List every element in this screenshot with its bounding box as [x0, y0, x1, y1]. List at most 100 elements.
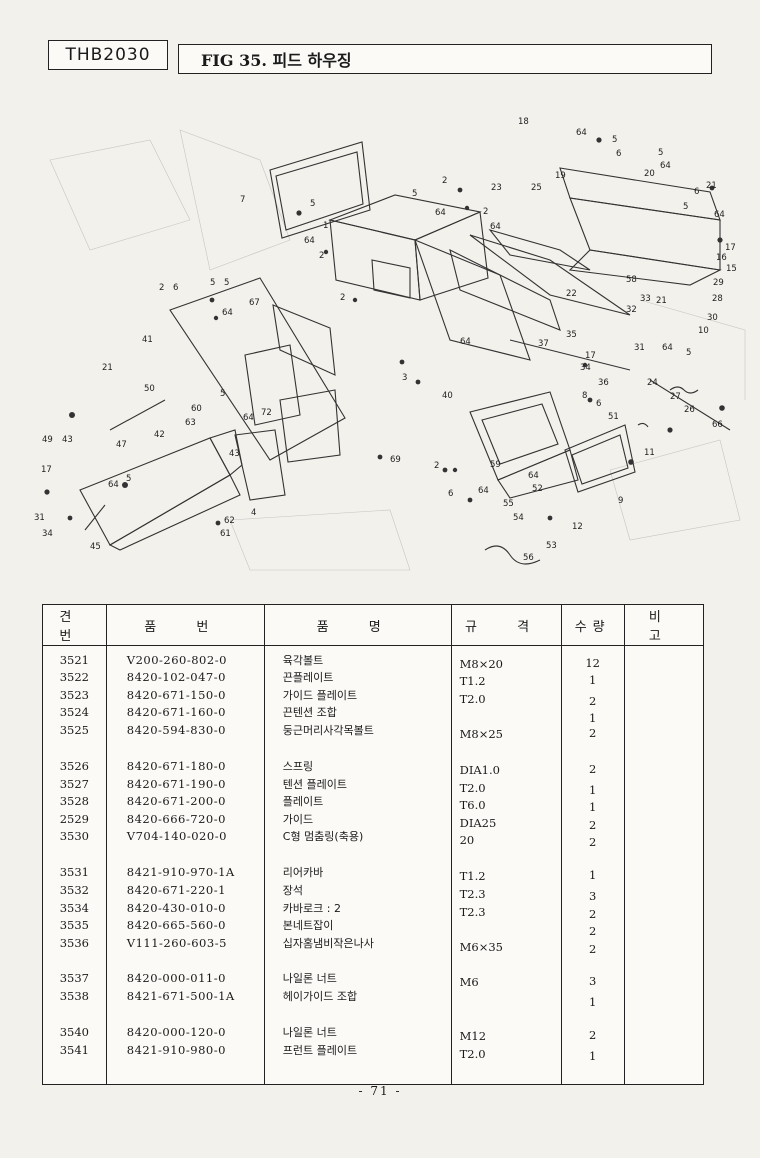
cell-part-no: 8420-671-150-0 — [126, 688, 226, 702]
svg-text:54: 54 — [513, 513, 524, 523]
cell-spec: T1.2 — [459, 869, 486, 883]
cell-part-no: 8420-665-560-0 — [126, 918, 226, 932]
cell-qty: 2 — [589, 694, 597, 708]
header-spec: 규 격 — [450, 604, 562, 646]
svg-text:64: 64 — [660, 161, 671, 171]
svg-text:21: 21 — [706, 181, 717, 191]
svg-text:41: 41 — [142, 335, 153, 345]
table-header-row: 견 번 품 번 품 명 규 격 수량 비 고 — [42, 604, 705, 646]
header-qty: 수량 — [560, 604, 625, 646]
svg-text:9: 9 — [618, 496, 623, 506]
cell-part-name: 둥근머리사각목볼트 — [282, 724, 374, 737]
svg-text:5: 5 — [658, 148, 663, 158]
background-ghost-lines — [49, 129, 746, 571]
svg-text:5: 5 — [126, 474, 131, 484]
svg-text:5: 5 — [683, 202, 688, 212]
cell-spec: DIA1.0 — [459, 763, 500, 777]
cell-item-no: 3541 — [59, 1043, 90, 1057]
cell-part-name: 가이드 — [282, 813, 314, 826]
svg-text:27: 27 — [670, 392, 681, 402]
cell-qty: 1 — [589, 783, 597, 797]
svg-text:66: 66 — [712, 420, 723, 430]
header-remarks: 비 고 — [623, 604, 705, 646]
svg-text:45: 45 — [90, 542, 101, 552]
cell-spec: T2.0 — [459, 781, 486, 795]
svg-text:2: 2 — [483, 207, 488, 217]
cell-item-no: 3525 — [59, 723, 90, 737]
cell-item-no: 3530 — [59, 829, 90, 843]
svg-text:7: 7 — [240, 195, 245, 205]
cell-qty: 2 — [589, 762, 597, 776]
svg-text:5: 5 — [210, 278, 215, 288]
cell-item-no: 3535 — [59, 918, 90, 932]
svg-text:6: 6 — [616, 149, 621, 159]
cell-part-name: 텐션 플레이트 — [282, 778, 347, 791]
cell-part-no: 8421-910-970-1A — [126, 865, 235, 879]
svg-text:18: 18 — [518, 117, 529, 127]
cell-qty: 2 — [589, 1028, 597, 1042]
svg-text:1: 1 — [323, 221, 328, 231]
cell-part-name: 헤이가이드 조합 — [282, 990, 358, 1003]
cell-part-name: 장석 — [282, 884, 304, 897]
svg-text:20: 20 — [644, 169, 655, 179]
cell-item-no: 3523 — [59, 688, 90, 702]
svg-text:37: 37 — [538, 339, 549, 349]
svg-text:72: 72 — [261, 408, 272, 418]
header-item-no: 견 번 — [42, 604, 107, 646]
svg-text:36: 36 — [598, 378, 609, 388]
svg-text:64: 64 — [304, 236, 315, 246]
remarks-cells — [625, 646, 703, 1084]
column-remarks — [623, 645, 705, 1085]
svg-text:23: 23 — [491, 183, 502, 193]
cell-qty: 2 — [589, 942, 597, 956]
cell-part-no: 8420-671-180-0 — [126, 759, 226, 773]
cell-item-no: 3527 — [59, 777, 90, 791]
cell-part-name: 본네트잡이 — [282, 919, 334, 932]
cell-part-no: 8420-594-830-0 — [126, 723, 226, 737]
cell-item-no: 3536 — [59, 936, 90, 950]
cell-spec: M8×20 — [459, 657, 503, 671]
svg-text:64: 64 — [528, 471, 539, 481]
cell-part-no: V200-260-802-0 — [126, 653, 227, 667]
svg-text:59: 59 — [490, 460, 501, 470]
cell-qty: 2 — [589, 726, 597, 740]
header-part-name: 품 명 — [263, 604, 452, 646]
svg-text:62: 62 — [224, 516, 235, 526]
svg-text:43: 43 — [62, 435, 73, 445]
svg-text:69: 69 — [390, 455, 401, 465]
cell-spec: T2.0 — [459, 692, 486, 706]
svg-text:43: 43 — [229, 449, 240, 459]
svg-text:64: 64 — [662, 343, 673, 353]
cell-part-no: 8421-671-500-1A — [126, 989, 235, 1003]
svg-text:21: 21 — [656, 296, 667, 306]
cell-qty: 1 — [589, 1049, 597, 1063]
svg-text:34: 34 — [42, 529, 53, 539]
svg-text:61: 61 — [220, 529, 231, 539]
cell-part-no: 8420-000-120-0 — [126, 1025, 226, 1039]
svg-text:63: 63 — [185, 418, 196, 428]
svg-text:17: 17 — [41, 465, 52, 475]
svg-text:55: 55 — [503, 499, 514, 509]
svg-text:53: 53 — [546, 541, 557, 551]
cell-part-name: 끈플레이트 — [282, 671, 334, 684]
svg-text:28: 28 — [712, 294, 723, 304]
cell-item-no: 3524 — [59, 705, 90, 719]
svg-text:6: 6 — [448, 489, 453, 499]
svg-text:3: 3 — [402, 373, 407, 383]
svg-text:11: 11 — [644, 448, 655, 458]
svg-text:47: 47 — [116, 440, 127, 450]
cell-part-name: 끈텐션 조합 — [282, 706, 337, 719]
svg-text:50: 50 — [144, 384, 155, 394]
diagram-linework — [79, 141, 731, 565]
header-part-no: 품 번 — [105, 604, 265, 646]
figure-title: FIG 35. 피드 하우징 — [178, 44, 712, 74]
svg-text:31: 31 — [34, 513, 45, 523]
cell-spec: 20 — [459, 833, 475, 847]
cell-part-name: 십자홈냄비작은나사 — [282, 937, 374, 950]
